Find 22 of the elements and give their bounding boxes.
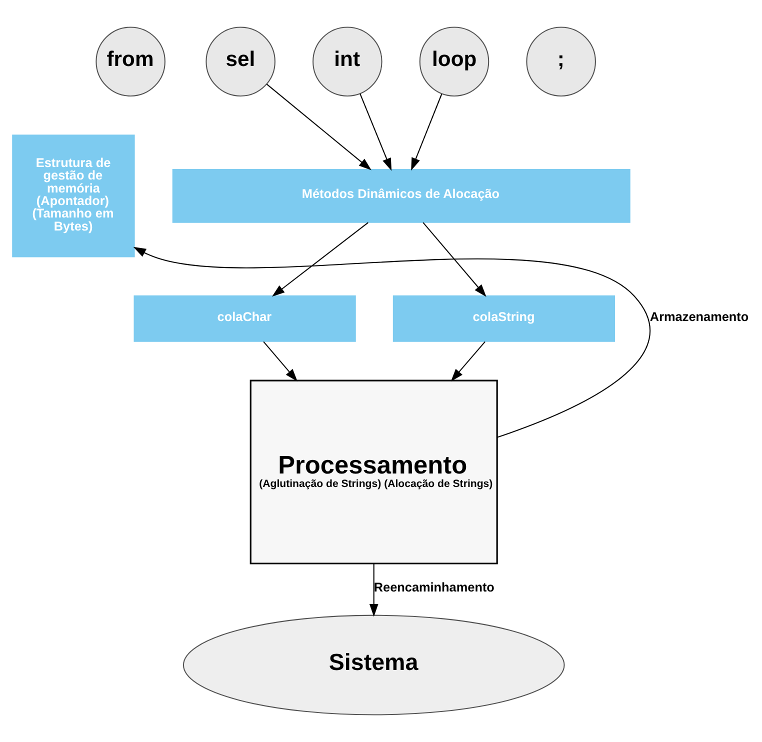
node-circle: int: [312, 26, 382, 97]
node-box: colaString: [392, 295, 616, 342]
arrow: [360, 93, 392, 171]
node-circle: loop: [419, 26, 490, 97]
node-box: Estrutura de gestão de memória (Apontador) (Tamanho em Bytes): [12, 134, 135, 258]
node-circle: from: [96, 26, 166, 97]
edge-label: Reencaminhamento: [374, 580, 494, 595]
node-ellipse: Sistema: [182, 614, 565, 716]
node-box: colaChar: [134, 295, 356, 342]
arrow: [263, 341, 298, 382]
arrow: [133, 246, 650, 438]
arrow: [266, 84, 372, 170]
node-circle: ;: [526, 26, 596, 97]
node-box: Processamento (Aglutinação de Strings) (Alocação de Strings): [250, 380, 498, 564]
edge-label: Armazenamento: [650, 310, 749, 324]
arrow: [422, 222, 486, 297]
arrow: [411, 94, 442, 171]
arrow: [450, 341, 486, 382]
arrow: [272, 222, 368, 297]
arrow: [369, 564, 378, 617]
node-circle: sel: [206, 26, 276, 97]
node-box: Métodos Dinâmicos de Alocação: [172, 168, 630, 223]
